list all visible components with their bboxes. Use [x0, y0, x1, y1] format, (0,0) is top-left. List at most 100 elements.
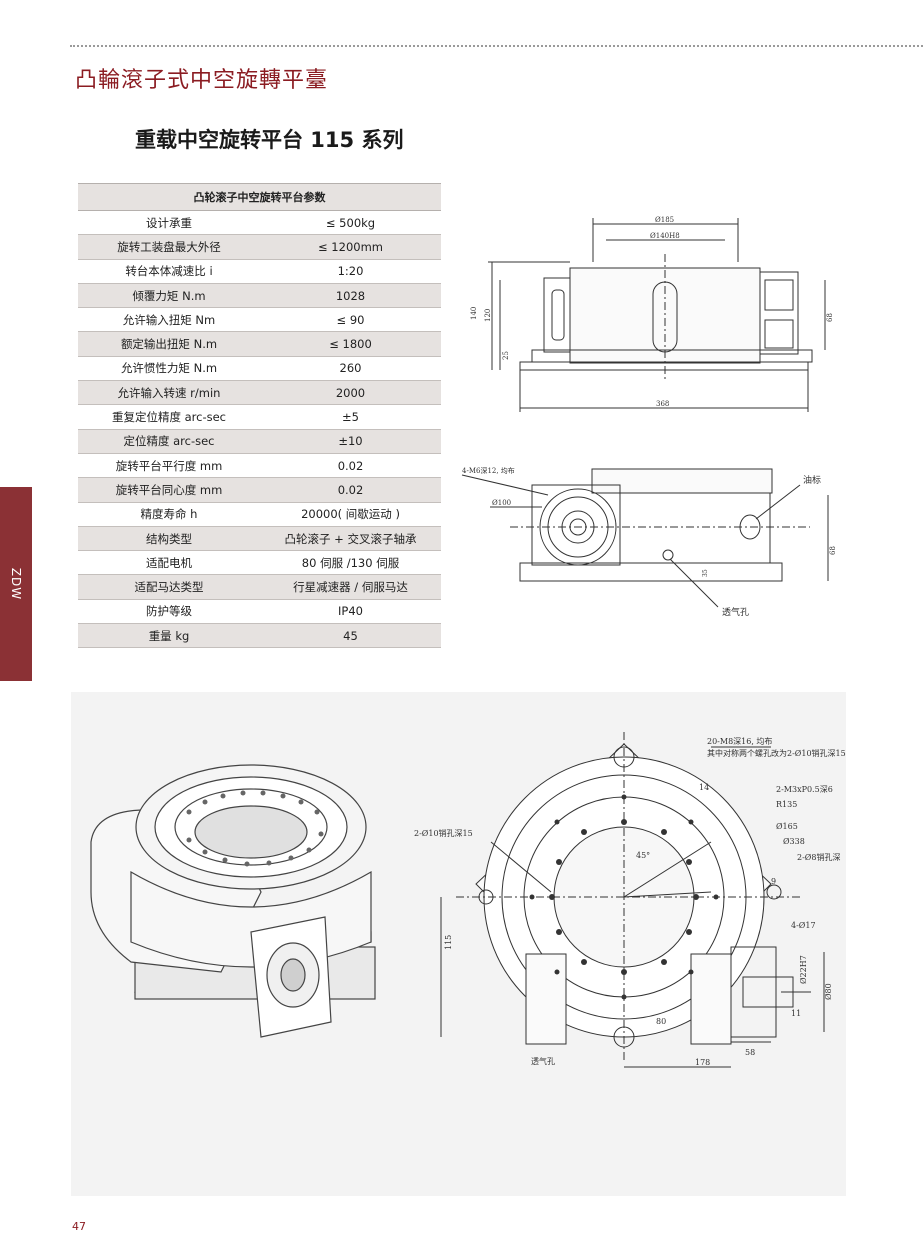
bolt-ring	[186, 790, 324, 867]
spec-value: 行星减速器 / 伺服马达	[260, 574, 441, 600]
note-pin-left: 2-Ø10销孔深15	[414, 828, 473, 838]
spec-value: 1028	[260, 283, 441, 309]
spec-key: 旋转工装盘最大外径	[78, 234, 260, 260]
dim-58: 58	[745, 1048, 755, 1057]
spec-row: 定位精度 arc-sec±10	[78, 429, 441, 454]
spec-key: 精度寿命 h	[78, 502, 260, 527]
series-title: 重载中空旋转平台 115 系列	[135, 128, 404, 152]
header-dotted-rule	[70, 45, 923, 47]
dim-r135: R135	[776, 800, 797, 809]
spec-row: 适配马达类型行星减速器 / 伺服马达	[78, 574, 441, 600]
spec-table-caption: 凸轮滚子中空旋转平台参数	[78, 183, 441, 211]
plan-annotations: 20-M8深16, 均布 其中对称两个螺孔改为2-Ø10销孔深15 2-M3xP…	[414, 736, 846, 1067]
note-pin-b: 2-Ø8销孔深	[797, 852, 840, 862]
dim-165: Ø165	[776, 822, 798, 831]
spec-row: 额定输出扭矩 N.m≤ 1800	[78, 331, 441, 357]
spec-value: 1:20	[260, 259, 441, 284]
spec-key: 结构类型	[78, 526, 260, 552]
spec-row: 结构类型凸轮滚子 + 交叉滚子轴承	[78, 526, 441, 552]
spec-value: 260	[260, 356, 441, 382]
spec-value: ±5	[260, 404, 441, 430]
dim-115: 115	[444, 935, 453, 950]
dim-4-17: 4-Ø17	[791, 921, 816, 930]
spec-value: 20000( 间歇运动 )	[260, 502, 441, 527]
spec-value: 80 伺服 /130 伺服	[260, 550, 441, 576]
spec-key: 允许惯性力矩 N.m	[78, 356, 260, 382]
spec-value: ≤ 1200mm	[260, 234, 441, 260]
spec-key: 定位精度 arc-sec	[78, 429, 260, 454]
dim-11: 11	[791, 1009, 801, 1018]
note-m3: 2-M3xP0.5深6	[776, 785, 833, 794]
spec-key: 适配马达类型	[78, 574, 260, 600]
spec-key: 允许输入转速 r/min	[78, 380, 260, 406]
note-m8: 20-M8深16, 均布	[707, 736, 772, 746]
spec-value: 2000	[260, 380, 441, 406]
dim-80h: Ø80	[824, 983, 833, 1000]
spec-key: 重复定位精度 arc-sec	[78, 404, 260, 430]
spec-row: 允许输入扭矩 Nm≤ 90	[78, 307, 441, 333]
spec-key: 旋转平台同心度 mm	[78, 477, 260, 503]
spec-value: ≤ 500kg	[260, 210, 441, 236]
dim-22h7: Ø22H7	[799, 955, 808, 984]
dim-120: 120	[484, 309, 492, 322]
spec-value: 0.02	[260, 453, 441, 479]
note-m6: 4-M6深12, 均布	[462, 466, 515, 475]
spec-key: 重量 kg	[78, 623, 260, 649]
plan-view-drawing	[440, 732, 825, 1068]
dim-185: Ø185	[655, 216, 674, 224]
spec-key: 防护等级	[78, 599, 260, 625]
spec-key: 额定输出扭矩 N.m	[78, 331, 260, 357]
spec-key: 旋转平台平行度 mm	[78, 453, 260, 479]
spec-key: 适配电机	[78, 550, 260, 576]
label-vent: 透气孔	[722, 606, 749, 618]
spec-value: ≤ 1800	[260, 331, 441, 357]
spec-value: 凸轮滚子 + 交叉滚子轴承	[260, 526, 441, 552]
dim-9: 9	[771, 877, 776, 886]
spec-value: ±10	[260, 429, 441, 454]
front-elevation-drawing: Ø185 Ø140H8 140 120 25 68 368	[470, 216, 834, 412]
spec-row: 旋转工装盘最大外径≤ 1200mm	[78, 234, 441, 260]
dim-140: 140	[470, 307, 478, 320]
brand-title: 凸輪滾子式中空旋轉平臺	[75, 68, 329, 93]
spec-value: ≤ 90	[260, 307, 441, 333]
dim-140h8: Ø140H8	[650, 232, 680, 240]
plan-label-vent: 透气孔	[531, 1056, 555, 1066]
dim-14: 14	[699, 783, 709, 792]
spec-key: 设计承重	[78, 210, 260, 236]
note-pin-a: 其中对称两个螺孔改为2-Ø10销孔深15	[707, 748, 846, 758]
dim-80: 80	[656, 1017, 666, 1026]
dim-68: 68	[826, 313, 834, 322]
page-number: 47	[72, 1220, 86, 1233]
product-render: 20-M8深16, 均布 其中对称两个螺孔改为2-Ø10销孔深15 2-M3xP…	[90, 732, 846, 1068]
spec-key: 转台本体减速比 i	[78, 259, 260, 284]
side-tab: ZDW	[0, 487, 32, 681]
dim-25: 25	[502, 351, 510, 360]
spec-row: 设计承重≤ 500kg	[78, 210, 441, 236]
dim-45: 45°	[636, 851, 650, 860]
plan-bolt-circle	[529, 794, 719, 1000]
dim-338: Ø338	[783, 837, 805, 846]
spec-value: 45	[260, 623, 441, 649]
dim-35: 35	[702, 569, 709, 577]
spec-row: 重复定位精度 arc-sec±5	[78, 404, 441, 430]
product-illustration-panel: 20-M8深16, 均布 其中对称两个螺孔改为2-Ø10销孔深15 2-M3xP…	[71, 692, 846, 1196]
dim-178: 178	[695, 1058, 710, 1067]
side-tab-label: ZDW	[9, 567, 23, 601]
dim-68-side: 68	[829, 546, 837, 555]
label-oil: 油标	[803, 474, 821, 486]
side-elevation-drawing: 4-M6深12, 均布 Ø100 油标 透气孔 68 35	[461, 466, 837, 618]
spec-value: IP40	[260, 599, 441, 625]
spec-key: 倾覆力矩 N.m	[78, 283, 260, 309]
